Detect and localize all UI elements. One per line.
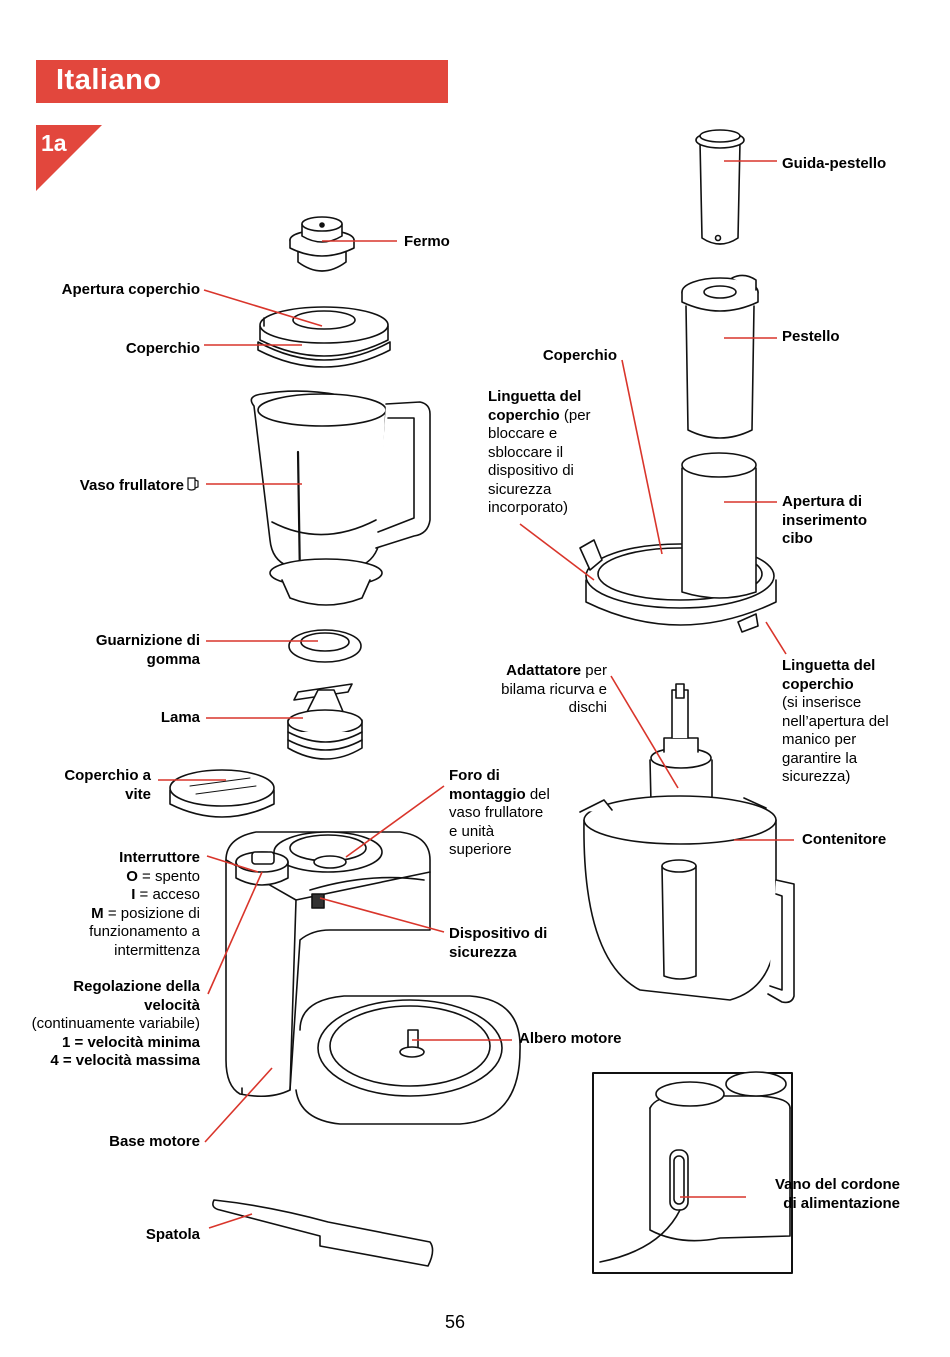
dispositivo-line1: Dispositivo di <box>449 925 548 942</box>
label-fermo: Fermo <box>404 233 450 250</box>
linguetta-bottom-line5: manico per <box>782 731 857 748</box>
coperchio-vite-line2: vite <box>125 785 151 803</box>
label-linguetta-top: Linguetta del coperchio (per bloccare e … <box>488 388 628 518</box>
gasket-part <box>288 629 362 663</box>
inset-power-cord <box>592 1071 793 1274</box>
language-header: Italiano <box>36 60 448 103</box>
regolazione-line1: Regolazione della <box>73 978 200 995</box>
guarnizione-line1: Guarnizione di <box>95 632 200 649</box>
label-regolazione: Regolazione della velocità (continuament… <box>8 978 200 1071</box>
figure-id: 1a <box>41 130 67 156</box>
linguetta-bottom-line4: nell’apertura del <box>782 712 889 730</box>
key-i: I <box>131 886 136 903</box>
foro-line2-rest: del <box>525 785 550 803</box>
linguetta-bottom-line2: coperchio <box>782 675 854 693</box>
text-o: = spento <box>137 867 200 885</box>
blade-part <box>287 683 363 760</box>
label-coperchio-processor: Coperchio <box>542 347 617 364</box>
foro-line1: Foro di <box>449 767 500 784</box>
label-dispositivo: Dispositivo di sicurezza <box>449 925 579 962</box>
interruttore-line5: intermittenza <box>114 941 200 959</box>
language-title: Italiano <box>56 64 162 96</box>
label-coperchio-blender: Coperchio <box>125 340 200 357</box>
label-albero-motore: Albero motore <box>519 1030 622 1047</box>
pusher-part <box>681 274 759 439</box>
label-vaso-frullatore: Vaso frullatore <box>79 477 184 494</box>
spatula-part <box>212 1199 434 1267</box>
jug-icon <box>187 477 199 491</box>
label-vano: Vano del cordone di alimentazione <box>740 1176 900 1213</box>
blender-jug-part <box>250 390 431 606</box>
label-guarnizione: Guarnizione di gomma <box>20 632 200 669</box>
linguetta-top-line3: bloccare e <box>488 425 558 442</box>
label-spatola: Spatola <box>145 1226 200 1243</box>
linguetta-bottom-line7: sicurezza) <box>782 768 851 785</box>
regolazione-line5: 4 = velocità massima <box>50 1052 200 1069</box>
apertura-cibo-line3: cibo <box>782 530 813 547</box>
label-adattatore: Adattatore per bilama ricurva e dischi <box>470 662 607 718</box>
label-foro: Foro di montaggio del vaso frullatore e … <box>449 767 579 860</box>
linguetta-top-line1: Linguetta del <box>488 388 582 405</box>
screw-cap-part <box>169 769 275 818</box>
foro-line2-bold: montaggio <box>449 785 526 803</box>
label-coperchio-vite: Coperchio a vite <box>20 767 151 804</box>
guarnizione-line2: gomma <box>146 650 200 668</box>
foro-line4: e unità <box>449 822 495 840</box>
linguetta-top-line2-rest: (per <box>559 406 591 424</box>
interruttore-line4: funzionamento a <box>89 923 200 940</box>
adattatore-bold: Adattatore <box>506 662 582 679</box>
linguetta-top-line2-bold: coperchio <box>488 406 560 424</box>
label-base-motore: Base motore <box>109 1133 200 1150</box>
key-o: O <box>126 867 138 885</box>
label-lama: Lama <box>160 709 200 726</box>
page-number: 56 <box>445 1312 466 1332</box>
bowl-part <box>579 795 795 1004</box>
linguetta-bottom-line1: Linguetta del <box>782 657 876 674</box>
pusher-guide-part <box>695 129 745 245</box>
label-apertura-cibo: Apertura di inserimento cibo <box>782 493 902 549</box>
text-m: = posizione di <box>103 904 200 922</box>
label-apertura-coperchio: Apertura coperchio <box>61 281 200 298</box>
coperchio-vite-line1: Coperchio a <box>64 767 151 784</box>
regolazione-line2: velocità <box>144 996 200 1014</box>
linguetta-top-line5: dispositivo di <box>488 462 574 479</box>
adattatore-rest: per <box>581 662 607 679</box>
adattatore-line2: bilama ricurva e <box>501 680 607 698</box>
text-i: = acceso <box>135 886 200 903</box>
label-guida-pestello: Guida-pestello <box>782 155 887 172</box>
figure-badge: 1a <box>36 125 102 191</box>
fermo-part <box>289 216 355 272</box>
label-pestello: Pestello <box>782 328 840 345</box>
label-interruttore: Interruttore O = spento I = acceso M = p… <box>10 849 200 960</box>
label-contenitore: Contenitore <box>802 831 887 848</box>
foro-line3: vaso frullatore <box>449 804 544 821</box>
processor-lid-part <box>579 452 777 633</box>
linguetta-top-line6: sicurezza <box>488 480 552 498</box>
linguetta-bottom-line6: garantire la <box>782 749 858 767</box>
apertura-cibo-line1: Apertura di <box>782 493 863 510</box>
vano-line1: Vano del cordone <box>774 1176 900 1193</box>
regolazione-line3: (continuamente variabile) <box>31 1015 200 1032</box>
interruttore-title: Interruttore <box>119 849 200 866</box>
key-m: M <box>91 904 104 922</box>
foro-line5: superiore <box>449 841 512 858</box>
motor-base-part <box>225 831 521 1125</box>
label-linguetta-bottom: Linguetta del coperchio (si inserisce ne… <box>782 657 922 787</box>
blender-lid-part <box>257 306 391 368</box>
adattatore-line3: dischi <box>568 699 607 716</box>
dispositivo-line2: sicurezza <box>449 943 517 961</box>
linguetta-bottom-line3: (si inserisce <box>782 694 862 711</box>
vano-line2: di alimentazione <box>783 1194 900 1212</box>
apertura-cibo-line2: inserimento <box>782 511 868 529</box>
linguetta-top-line7: incorporato) <box>488 499 569 516</box>
leader-lines <box>158 160 794 1229</box>
linguetta-top-line4: sbloccare il <box>488 443 564 461</box>
regolazione-line4: 1 = velocità minima <box>62 1033 200 1051</box>
